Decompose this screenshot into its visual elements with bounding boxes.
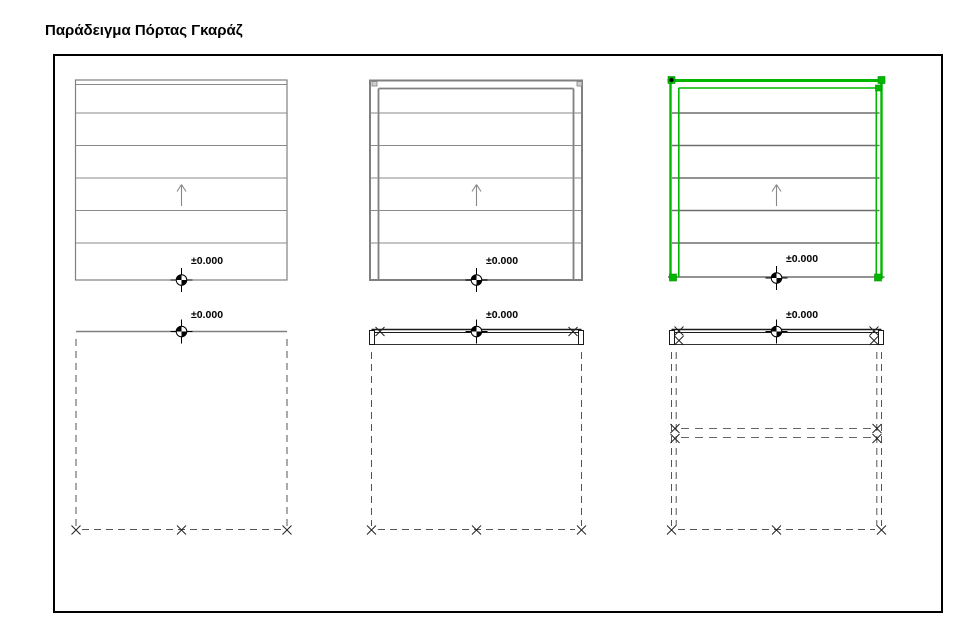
level-marker-icon[interactable] bbox=[170, 267, 193, 293]
selection-handle-inner-top-right[interactable] bbox=[875, 84, 882, 92]
selection-handle-bottom-left[interactable] bbox=[669, 273, 677, 282]
jamb-block-right bbox=[878, 330, 884, 345]
garage-door-plan-1[interactable] bbox=[71, 330, 292, 535]
hotspot-x-icon[interactable] bbox=[366, 525, 377, 535]
level-label: ±0.000 bbox=[191, 309, 224, 321]
garage-door-elevation-3-selected[interactable] bbox=[667, 76, 886, 282]
level-marker-icon[interactable] bbox=[170, 319, 193, 344]
jamb-block-left bbox=[669, 330, 675, 345]
level-label: ±0.000 bbox=[486, 255, 519, 267]
level-marker-icon[interactable] bbox=[765, 319, 788, 344]
track-bracket-left bbox=[371, 81, 378, 87]
hotspot-x-icon[interactable] bbox=[674, 326, 684, 336]
level-marker-icon[interactable] bbox=[465, 319, 488, 344]
hotspot-x-icon[interactable] bbox=[282, 525, 292, 535]
level-marker-icon[interactable] bbox=[765, 265, 788, 291]
level-label: ±0.000 bbox=[786, 309, 819, 321]
selection-origin-dot[interactable] bbox=[669, 77, 674, 83]
garage-door-plan-3[interactable] bbox=[666, 326, 887, 535]
garage-door-plan-2[interactable] bbox=[366, 326, 587, 535]
track-bracket-right bbox=[576, 81, 583, 87]
level-label: ±0.000 bbox=[786, 253, 819, 265]
drawing-frame bbox=[53, 54, 943, 613]
opening-direction-arrow-icon bbox=[771, 183, 782, 207]
garage-door-elevation-1[interactable] bbox=[74, 79, 288, 281]
door-outline bbox=[74, 79, 288, 281]
selection-handle-bottom-right[interactable] bbox=[874, 273, 882, 282]
level-label: ±0.000 bbox=[486, 309, 519, 321]
page-title: Παράδειγμα Πόρτας Γκαράζ bbox=[45, 22, 243, 39]
level-label: ±0.000 bbox=[191, 255, 224, 267]
hotspot-x-icon[interactable] bbox=[666, 525, 677, 535]
garage-door-elevation-2[interactable] bbox=[369, 79, 583, 281]
hotspot-x-icon[interactable] bbox=[674, 335, 684, 346]
hotspot-x-icon[interactable] bbox=[71, 525, 81, 535]
hotspot-x-icon[interactable] bbox=[876, 525, 887, 535]
hotspot-x-icon[interactable] bbox=[869, 326, 879, 336]
hotspot-x-icon[interactable] bbox=[576, 525, 587, 535]
hotspot-x-icon[interactable] bbox=[869, 335, 879, 346]
jamb-block-left bbox=[369, 330, 375, 345]
hotspot-x-icon[interactable] bbox=[568, 326, 578, 337]
jamb-block-right bbox=[578, 330, 584, 345]
opening-direction-arrow-icon bbox=[471, 183, 482, 207]
level-marker-icon[interactable] bbox=[465, 267, 488, 293]
hotspot-x-icon[interactable] bbox=[375, 326, 385, 337]
opening-direction-arrow-icon bbox=[176, 183, 187, 207]
door-outline bbox=[369, 79, 583, 281]
selection-handle-top-right[interactable] bbox=[877, 76, 886, 84]
